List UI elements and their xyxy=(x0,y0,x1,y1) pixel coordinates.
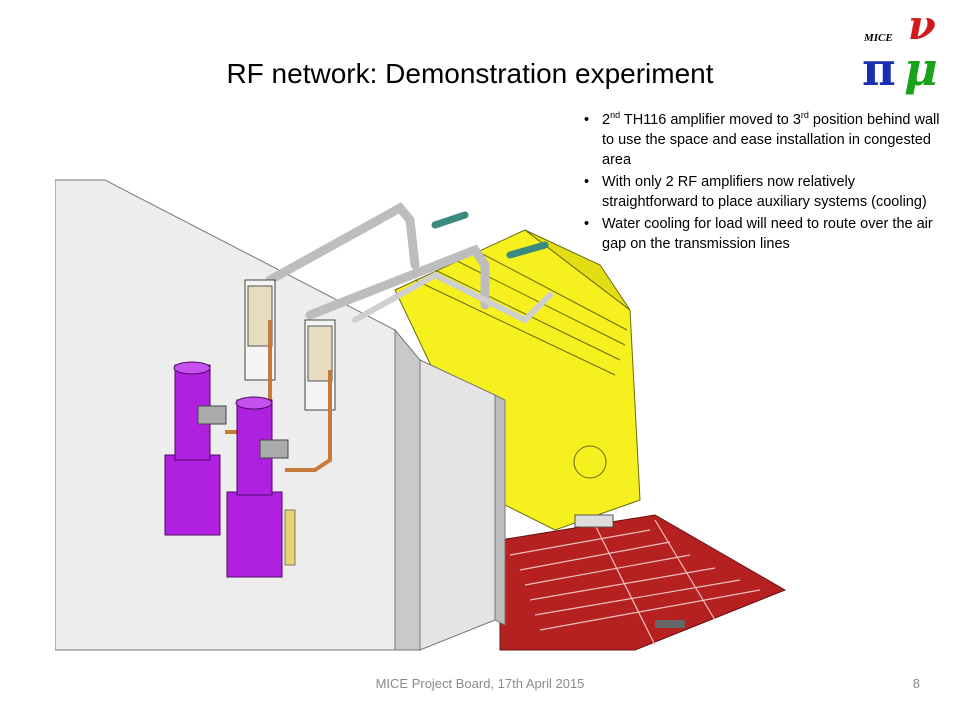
bullet-superscript: nd xyxy=(610,110,621,121)
bullet-text: TH116 amplifier moved to 3 xyxy=(620,112,801,128)
bullet-list: • 2nd TH116 amplifier moved to 3rd posit… xyxy=(584,110,954,256)
page-number: 8 xyxy=(912,676,920,691)
logo-pi-symbol: π xyxy=(862,42,896,96)
red-support-frame xyxy=(499,514,787,651)
amplifier-racks xyxy=(225,279,336,472)
logo-mu-symbol: μ xyxy=(904,42,938,96)
mice-logo: MICE π ν μ xyxy=(858,6,950,102)
bullet-item: • Water cooling for load will need to ro… xyxy=(584,214,954,254)
bullet-dot: • xyxy=(584,112,590,128)
bullet-text: Water cooling for load will need to rout… xyxy=(602,216,933,252)
magenta-th116-amplifiers xyxy=(164,361,296,578)
logo-word: MICE xyxy=(864,32,893,44)
bullet-dot: • xyxy=(584,174,590,190)
shielding-wall xyxy=(55,179,506,651)
bullet-dot: • xyxy=(584,216,590,232)
rf-layout-cad-drawing xyxy=(55,179,787,651)
logo-nu-symbol: ν xyxy=(908,2,936,49)
yellow-rf-cavity xyxy=(394,229,641,531)
slide-footer: MICE Project Board, 17th April 2015 xyxy=(375,676,585,691)
bullet-text: 2 xyxy=(602,112,611,128)
bullet-superscript: rd xyxy=(800,110,809,121)
transmission-lines xyxy=(265,202,553,324)
bullet-item: • 2nd TH116 amplifier moved to 3rd posit… xyxy=(584,110,954,170)
slide-title: RF network: Demonstration experiment xyxy=(226,58,714,89)
bullet-item: • With only 2 RF amplifiers now relative… xyxy=(584,172,954,212)
bullet-text: position behind wall to use the space an… xyxy=(602,112,940,168)
bullet-text: With only 2 RF amplifiers now relatively… xyxy=(602,174,927,210)
